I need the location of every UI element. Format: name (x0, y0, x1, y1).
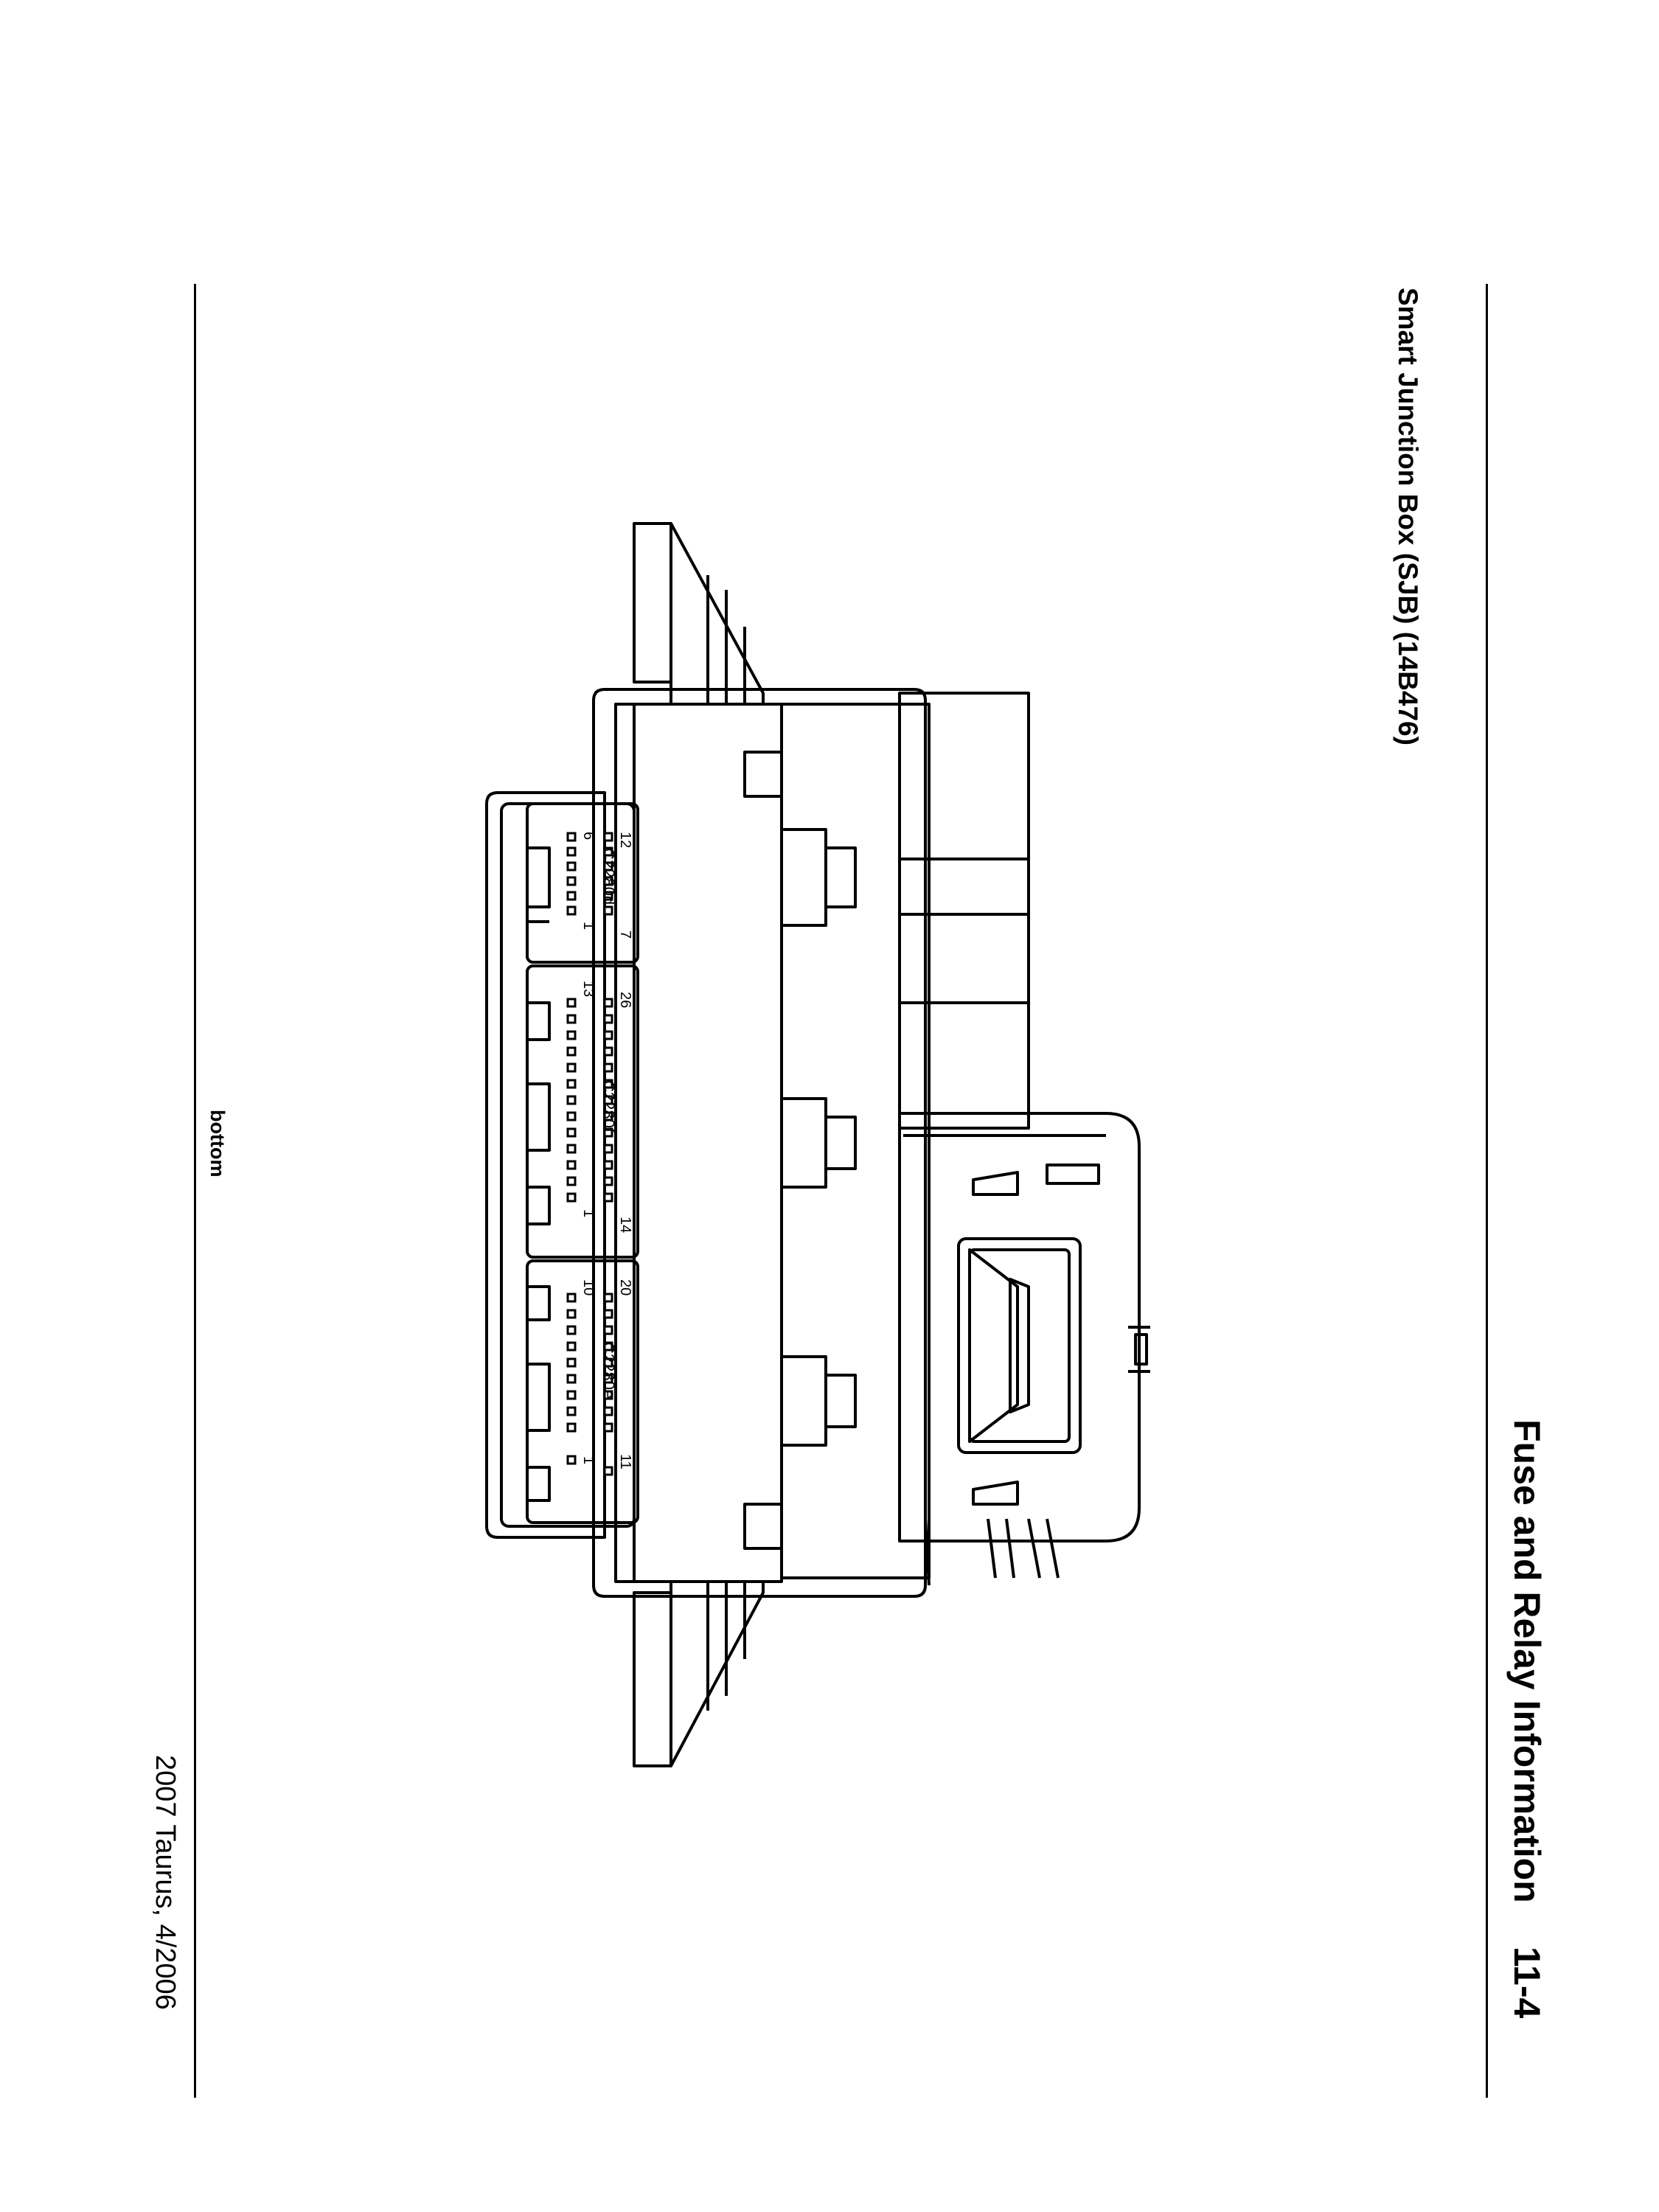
connector-c2280f-housing (526, 964, 639, 1259)
c2280e-label: C2280e (599, 1342, 618, 1399)
c2280d-pin-12: 12 (617, 832, 633, 848)
c2280f-pins (566, 998, 613, 1203)
c2280f-pin-1: 1 (580, 1209, 597, 1217)
header-rule (1486, 284, 1488, 2098)
pin-cavities (566, 832, 613, 1476)
c2280f-pin-13: 13 (580, 981, 597, 997)
c2280e-pin-10: 10 (580, 1279, 597, 1295)
large-connector-shroud (898, 1112, 1150, 1586)
c2280d-label: C2280d (599, 848, 618, 905)
c2280d-pins (566, 832, 613, 916)
c2280d-pin-7: 7 (617, 931, 633, 939)
footer-rule (194, 284, 196, 2098)
c2280f-pin-26: 26 (617, 992, 633, 1008)
c2280e-pins (566, 1293, 613, 1476)
c2280f-pin-14: 14 (617, 1217, 633, 1233)
connector-c2280d-housing (526, 802, 639, 964)
c2280d-pin-6: 6 (580, 832, 597, 840)
c2280e-pin-1: 1 (580, 1456, 597, 1464)
relay-module (743, 692, 1030, 1579)
main-housing (592, 688, 927, 1598)
c2280d-pin-1: 1 (580, 922, 597, 930)
connector-c2280e-housing (526, 1259, 639, 1524)
mounting-bracket-bottom (633, 1580, 765, 1767)
c2280e-pin-20: 20 (617, 1279, 633, 1295)
c2280f-label: C2280f (599, 1080, 618, 1133)
c2280e-pin-11: 11 (617, 1454, 633, 1470)
mounting-bracket-top (633, 522, 765, 706)
